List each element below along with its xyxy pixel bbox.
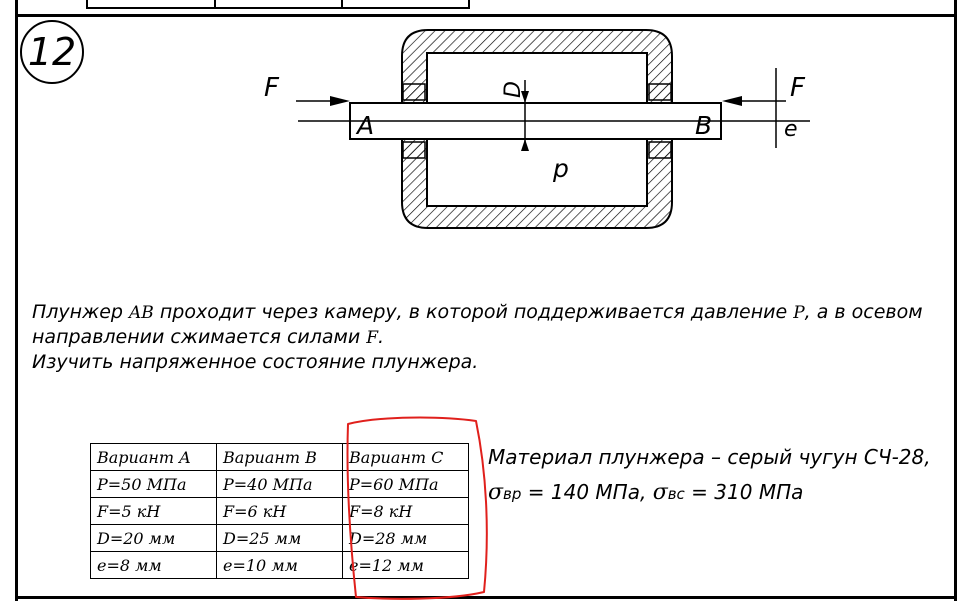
diameter-arrow-bottom (521, 139, 529, 151)
seal-bottom-right (648, 141, 672, 159)
seal-top-left (402, 83, 426, 101)
table-cell: Вариант B (216, 443, 343, 471)
frame-border-left (15, 0, 18, 601)
table-row: F=5 кН F=6 кН F=8 кН (90, 497, 469, 525)
variants-table: Вариант A Вариант B Вариант C P=50 МПа P… (90, 443, 469, 579)
force-left-arrowhead (330, 96, 350, 106)
var-p: P (793, 303, 805, 323)
table-divider (341, 0, 343, 7)
label-force-right: F (790, 73, 806, 103)
table-cell: F=5 кН (90, 497, 217, 525)
table-cell: P=40 МПа (216, 470, 343, 498)
table-row: P=50 МПа P=40 МПа P=60 МПа (90, 470, 469, 498)
label-force-left: F (264, 73, 280, 103)
var-ab: AB (129, 303, 154, 323)
problem-statement: Плунжер AB проходит через камеру, в кото… (32, 300, 942, 374)
table-cell: D=28 мм (342, 524, 469, 552)
seal-bottom-left (402, 141, 426, 159)
plunger-diagram: F F A B p e D (264, 29, 810, 229)
table-cell: P=50 МПа (90, 470, 217, 498)
statement-line-2: направлении сжимается силами F. (32, 326, 385, 348)
frame-border-top (15, 14, 957, 17)
sigma-symbol: σ (652, 480, 668, 505)
table-cell: e=10 мм (216, 551, 343, 579)
statement-line-1: Плунжер AB проходит через камеру, в кото… (32, 301, 923, 323)
table-row: e=8 мм e=10 мм e=12 мм (90, 551, 469, 579)
label-point-a: A (355, 111, 374, 140)
frame-border-right (954, 0, 957, 601)
table-cell: P=60 МПа (342, 470, 469, 498)
statement-line-3: Изучить напряженное состояние плунжера. (32, 351, 479, 373)
table-cell: D=20 мм (90, 524, 217, 552)
table-cell: F=8 кН (342, 497, 469, 525)
problem-number: 12 (20, 20, 84, 84)
table-cell: Вариант A (90, 443, 217, 471)
sigma-subscript: вр (503, 485, 522, 503)
sigma-symbol: σ (488, 480, 504, 505)
sigma-subscript: вс (667, 485, 685, 503)
table-divider (214, 0, 216, 7)
frame-border-bottom (15, 596, 957, 599)
force-right-arrowhead (722, 96, 742, 106)
table-cell: Вариант C (342, 443, 469, 471)
previous-problem-table-edge (86, 0, 470, 9)
material-info: Материал плунжера – серый чугун СЧ-28, σ… (488, 440, 938, 512)
material-line-1: Материал плунжера – серый чугун СЧ-28, (488, 445, 931, 469)
table-row: D=20 мм D=25 мм D=28 мм (90, 524, 469, 552)
table-row: Вариант A Вариант B Вариант C (90, 443, 469, 471)
chamber-wall (401, 29, 673, 229)
material-line-2: σвр = 140 МПа, σвс = 310 МПа (488, 480, 804, 505)
var-f: F (366, 328, 379, 348)
label-point-b: B (695, 111, 712, 140)
label-pressure: p (552, 154, 569, 183)
table-cell: e=12 мм (342, 551, 469, 579)
table-cell: e=8 мм (90, 551, 217, 579)
seal-top-right (648, 83, 672, 101)
label-eccentricity: e (784, 117, 798, 142)
table-cell: F=6 кН (216, 497, 343, 525)
table-cell: D=25 мм (216, 524, 343, 552)
label-diameter: D (501, 81, 526, 98)
diameter-arrow-top (521, 91, 529, 103)
